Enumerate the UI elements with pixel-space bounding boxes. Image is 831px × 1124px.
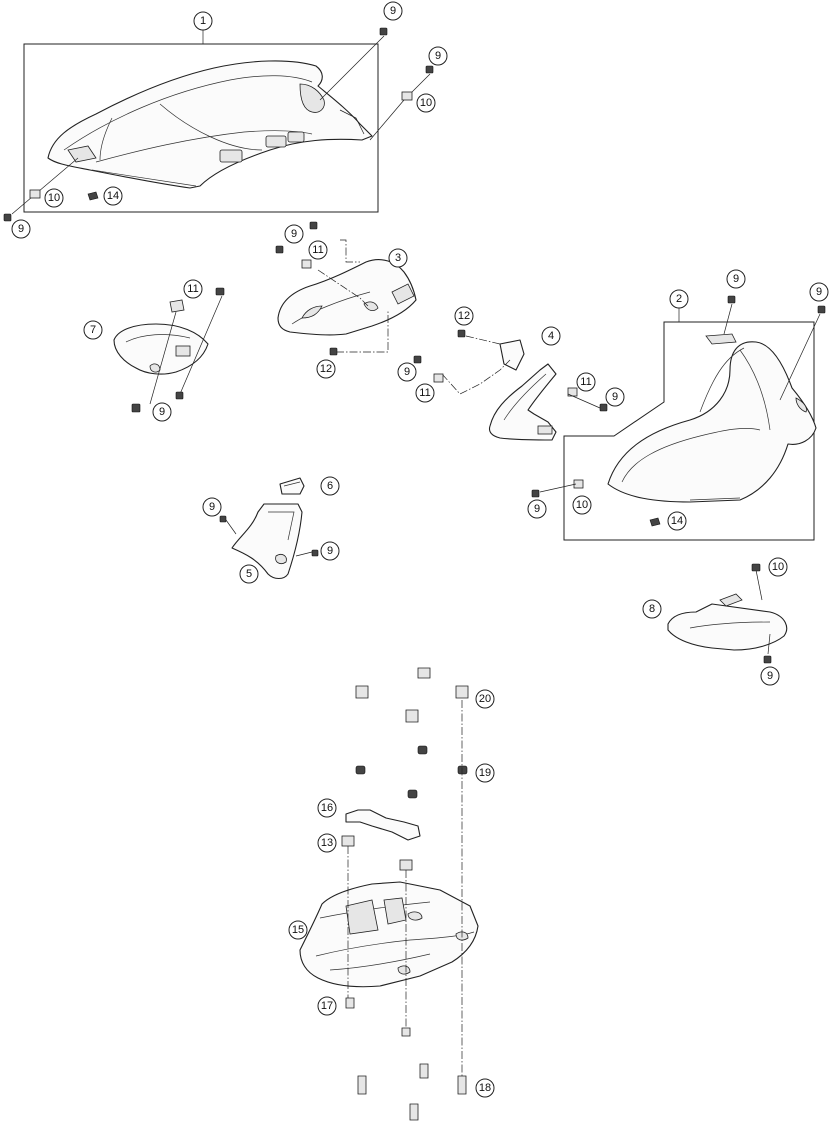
svg-text:10: 10: [772, 561, 784, 573]
svg-text:10: 10: [48, 192, 60, 204]
callout-8: 8: [642, 599, 662, 619]
seat-group-2: [563, 308, 817, 541]
svg-text:14: 14: [107, 190, 119, 202]
cover-part-5: [225, 503, 313, 580]
svg-text:8: 8: [649, 603, 655, 615]
svg-text:9: 9: [390, 5, 396, 17]
svg-text:9: 9: [534, 503, 540, 515]
seat-group-1: [23, 30, 379, 213]
svg-text:15: 15: [292, 924, 304, 936]
svg-text:7: 7: [90, 324, 96, 336]
callout-9: 9: [527, 499, 547, 519]
svg-text:10: 10: [576, 499, 588, 511]
callout-15: 15: [288, 920, 308, 940]
svg-text:10: 10: [420, 97, 432, 109]
callout-17: 17: [317, 996, 337, 1016]
callout-14: 14: [103, 186, 123, 206]
svg-text:9: 9: [291, 228, 297, 240]
callout-20: 20: [475, 689, 495, 709]
callout-19: 19: [475, 763, 495, 783]
callout-13: 13: [317, 833, 337, 853]
svg-text:9: 9: [327, 545, 333, 557]
callout-9: 9: [397, 362, 417, 382]
svg-text:9: 9: [816, 286, 822, 298]
svg-text:11: 11: [187, 283, 198, 295]
fasteners-upper: [3, 27, 826, 557]
svg-text:17: 17: [321, 1000, 333, 1012]
svg-text:9: 9: [767, 670, 773, 682]
callout-12: 12: [454, 306, 474, 326]
svg-text:11: 11: [580, 376, 591, 388]
callout-9: 9: [11, 219, 31, 239]
callout-5: 5: [239, 564, 259, 584]
svg-text:12: 12: [458, 310, 470, 322]
svg-text:11: 11: [312, 244, 323, 256]
seat-part-1: [47, 60, 373, 189]
callout-10: 10: [44, 188, 64, 208]
svg-text:18: 18: [479, 1082, 491, 1094]
callout-9: 9: [320, 541, 340, 561]
svg-text:2: 2: [676, 293, 682, 305]
callout-2: 2: [669, 289, 689, 309]
callout-9: 9: [284, 224, 304, 244]
callout-9: 9: [760, 666, 780, 686]
group-2-frame: [563, 321, 815, 541]
svg-text:13: 13: [321, 837, 333, 849]
svg-text:12: 12: [320, 363, 332, 375]
svg-text:5: 5: [246, 568, 252, 580]
callout-10: 10: [768, 557, 788, 577]
callout-11: 11: [308, 240, 328, 260]
callout-11: 11: [576, 372, 596, 392]
cover-part-4: [441, 335, 557, 441]
callout-11: 11: [183, 279, 203, 299]
clip-part-6: [279, 477, 305, 495]
svg-text:9: 9: [209, 501, 215, 513]
callouts: 1 9 9 10 10 14 9 9 11 3 12 11 7 9 12 4 9…: [11, 1, 829, 1098]
svg-text:11: 11: [419, 387, 430, 399]
cover-part-8: [667, 563, 788, 664]
callout-10: 10: [572, 495, 592, 515]
callout-18: 18: [475, 1078, 495, 1098]
svg-text:9: 9: [159, 406, 165, 418]
svg-text:9: 9: [404, 366, 410, 378]
callout-12: 12: [316, 359, 336, 379]
group-1-frame: [23, 43, 379, 213]
callout-9: 9: [383, 1, 403, 21]
svg-text:6: 6: [327, 480, 333, 492]
callout-9: 9: [726, 269, 746, 289]
seat-part-2: [607, 341, 817, 503]
svg-text:9: 9: [435, 50, 441, 62]
callout-9: 9: [605, 387, 625, 407]
svg-text:14: 14: [671, 515, 683, 527]
callout-10: 10: [416, 93, 436, 113]
svg-text:20: 20: [479, 693, 491, 705]
callout-9: 9: [202, 497, 222, 517]
svg-text:9: 9: [18, 223, 24, 235]
skid-plate-assembly: [299, 667, 479, 1121]
callout-9: 9: [428, 46, 448, 66]
cover-part-7: [113, 287, 225, 413]
callout-3: 3: [388, 248, 408, 268]
callout-9: 9: [152, 402, 172, 422]
svg-text:9: 9: [612, 391, 618, 403]
callout-1: 1: [193, 11, 213, 31]
callout-6: 6: [320, 476, 340, 496]
svg-text:4: 4: [548, 330, 554, 342]
svg-text:19: 19: [479, 767, 491, 779]
svg-text:16: 16: [321, 802, 333, 814]
svg-text:9: 9: [733, 273, 739, 285]
callout-9: 9: [809, 282, 829, 302]
callout-11: 11: [415, 383, 435, 403]
cover-part-3: [277, 239, 417, 353]
callout-7: 7: [83, 320, 103, 340]
svg-text:3: 3: [395, 252, 401, 264]
svg-text:1: 1: [200, 15, 206, 27]
callout-4: 4: [541, 326, 561, 346]
callout-16: 16: [317, 798, 337, 818]
skid-plate-part-15: [299, 881, 479, 988]
callout-14: 14: [667, 511, 687, 531]
